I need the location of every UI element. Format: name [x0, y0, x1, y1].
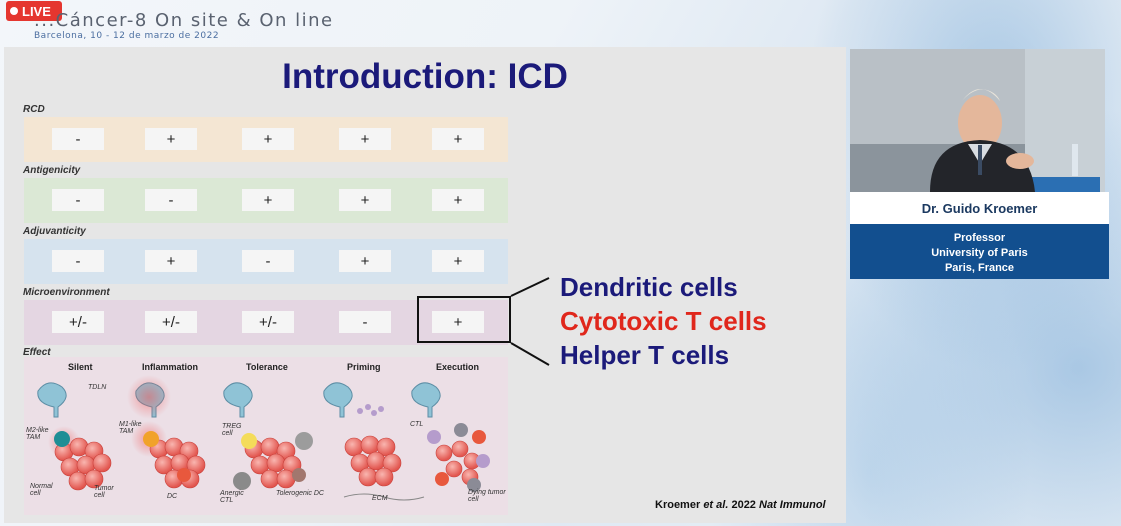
cell: +	[432, 311, 484, 333]
highlight-box	[417, 296, 511, 343]
citation-etal: et al.	[703, 499, 729, 511]
cell: +	[339, 128, 391, 150]
row-label-effect: Effect	[23, 347, 51, 358]
cell: +/-	[242, 311, 294, 333]
callout-lines	[510, 277, 550, 366]
live-badge: LIVE	[6, 1, 62, 21]
callout-dendritic: Dendritic cells	[560, 272, 738, 302]
band-adjuvanticity: - + - + +	[24, 239, 508, 284]
slide-title: Introduction: ICD	[282, 57, 568, 96]
cell: +	[242, 189, 294, 211]
cell: +	[432, 128, 484, 150]
annot-normal: Normal cell	[30, 483, 53, 497]
cell: +	[145, 128, 197, 150]
callout-cytotoxic: Cytotoxic T cells	[560, 306, 767, 336]
annot-treg: TREG cell	[222, 423, 242, 437]
effect-col-silent: Silent	[68, 362, 93, 372]
cell: -	[52, 128, 104, 150]
callout-helper: Helper T cells	[560, 340, 730, 370]
cell: -	[52, 189, 104, 211]
annot-ctl: CTL	[410, 421, 424, 428]
effect-col-execution: Execution	[436, 362, 480, 372]
effect-col-priming: Priming	[347, 362, 381, 372]
cell: -	[339, 311, 391, 333]
annot-tdln: TDLN	[88, 384, 107, 391]
speaker-info: Professor University of Paris Paris, Fra…	[850, 224, 1109, 279]
speaker-role: Professor	[953, 232, 1006, 244]
speaker-location: Paris, France	[944, 262, 1015, 274]
callout-cell-list: Dendritic cells Cytotoxic T cells Helper…	[560, 270, 767, 372]
cell: +/-	[52, 311, 104, 333]
live-label: LIVE	[22, 3, 51, 19]
presentation-slide: Introduction: ICD RCD - + + + + Antigeni…	[4, 47, 846, 523]
conference-title: ...Cáncer-8 On site & On line	[34, 10, 334, 31]
annot-dying: Dying tumor cell	[468, 489, 506, 503]
speaker-video-frame	[850, 49, 1105, 192]
speaker-name: Dr. Guido Kroemer	[850, 192, 1109, 224]
band-antigenicity: - - + + +	[24, 178, 508, 223]
cell: +/-	[145, 311, 197, 333]
cell: +	[432, 189, 484, 211]
effect-col-inflammation: Inflammation	[142, 362, 199, 372]
row-label-adjuvanticity: Adjuvanticity	[23, 226, 86, 237]
cell: +	[145, 250, 197, 272]
cell: -	[52, 250, 104, 272]
row-label-antigenicity: Antigenicity	[23, 165, 81, 176]
annot-tolerogenic: Tolerogenic DC	[276, 490, 324, 497]
band-microenvironment: +/- +/- +/- - +	[24, 300, 508, 345]
citation-year: 2022	[731, 499, 756, 511]
live-dot-icon	[10, 7, 18, 15]
speaker-video	[850, 49, 1105, 192]
row-label-rcd: RCD	[23, 104, 45, 115]
citation-journal: Nat Immunol	[759, 499, 826, 511]
annot-dc: DC	[167, 493, 178, 500]
cell: -	[242, 250, 294, 272]
cell: +	[339, 189, 391, 211]
speaker-affiliation: University of Paris	[931, 247, 1028, 259]
citation-author: Kroemer	[655, 499, 701, 511]
row-label-microenvironment: Microenvironment	[23, 287, 110, 298]
citation: Kroemer et al. 2022 Nat Immunol	[655, 499, 826, 511]
cell: +	[242, 128, 294, 150]
band-rcd: - + + + +	[24, 117, 508, 162]
conference-subtitle: Barcelona, 10 - 12 de marzo de 2022	[34, 31, 220, 41]
cell: +	[432, 250, 484, 272]
cell: -	[145, 189, 197, 211]
effect-illustration: Silent Inflammation Tolerance Priming Ex…	[24, 357, 508, 515]
cell-diagram	[37, 375, 490, 501]
annot-m2: M2-like TAM	[26, 427, 49, 441]
annot-tumor: Tumor cell	[94, 485, 114, 499]
annot-anergic: Anergic CTL	[220, 490, 244, 504]
effect-col-tolerance: Tolerance	[246, 362, 288, 372]
cell: +	[339, 250, 391, 272]
annot-m1: M1-like TAM	[119, 421, 142, 435]
annot-ecm: ECM	[372, 495, 388, 502]
